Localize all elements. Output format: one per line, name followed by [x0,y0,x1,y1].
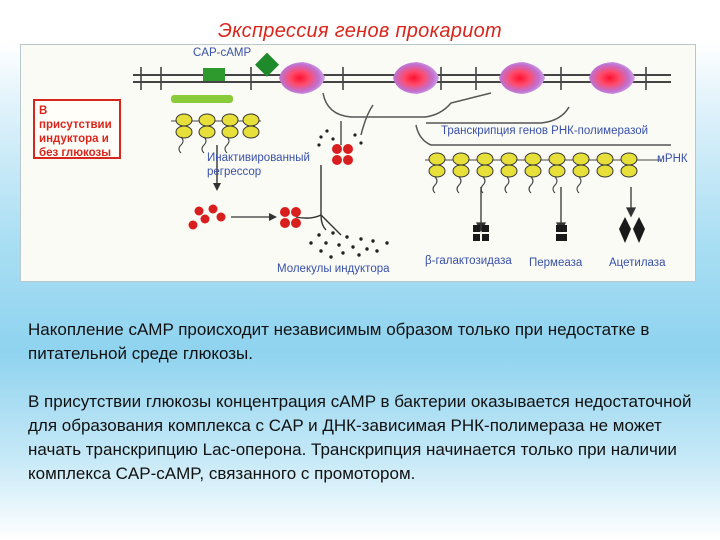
rna-polymerase-3 [499,62,545,94]
lac-operon-diagram: CAP-cAMP В присутствии индуктора и без г… [20,44,696,282]
repressor-gene-mrna [171,95,233,103]
mrna-transcripts [322,92,671,146]
inducer-dots-top [317,129,363,147]
translation-arrows [475,187,637,233]
rna-polymerase-2 [393,62,439,94]
acetylase-protein [619,217,645,243]
arrow-down-left [213,183,221,191]
slide-title: Экспрессия генов прокариот [217,20,503,42]
repressor-flow-lines [216,145,342,236]
diagram-canvas [133,52,671,259]
rna-polymerase-4 [589,62,635,94]
condition-box: В присутствии индуктора и без глюкозы [33,99,121,159]
paragraph-camp-accumulation: Накопление cAMP происходит независимым о… [28,320,650,363]
permease-label: Пермеаза [529,257,583,269]
camp-diamond [254,52,280,77]
cap-protein-box [203,68,225,81]
repressor-tetramer [280,207,301,228]
inactivated-repressor-top [332,144,353,165]
inducer-molecules [309,231,389,259]
mrna-label: мРНК [657,153,688,165]
galactosidase-label: β-галактозидаза [425,255,512,267]
acetylase-label: Ацетилаза [609,257,666,269]
arrow-head-tetramer [269,213,277,221]
ribosomes-left [171,113,261,154]
transcription-label: Транскрипция генов РНК-полимеразой [441,125,649,137]
repressor-subunits [188,204,226,230]
permease-protein [556,225,567,241]
galactosidase-protein [473,225,489,241]
ribosomes-right [425,152,661,194]
paragraph-glucose-effect: В присутствии глюкозы концентрация cAMP … [28,392,692,483]
inactive-repressor-label: Инактивированный регрессор [207,152,310,178]
inducer-label: Молекулы индуктора [277,263,390,275]
rna-polymerase-1 [279,62,325,94]
cap-camp-label: CAP-cAMP [193,47,252,59]
